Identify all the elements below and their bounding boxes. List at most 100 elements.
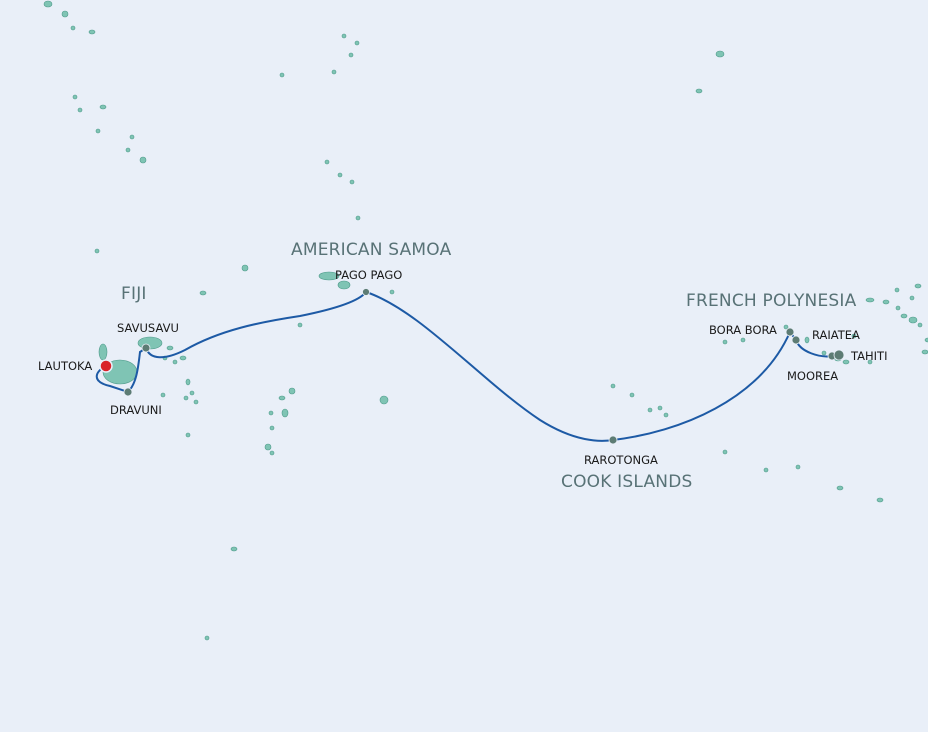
island: [900, 313, 908, 319]
port-marker-bora-bora[interactable]: [785, 327, 795, 337]
port-marker-tahiti[interactable]: [833, 349, 845, 361]
island: [836, 485, 844, 491]
region-label-american-samoa: AMERICAN SAMOA: [291, 240, 452, 260]
island: [348, 52, 354, 58]
island: [189, 390, 195, 396]
island: [917, 322, 923, 328]
island: [94, 248, 100, 254]
island: [269, 450, 275, 456]
port-marker-dravuni[interactable]: [123, 387, 133, 397]
island: [331, 69, 337, 75]
island: [43, 0, 53, 8]
island: [185, 432, 191, 438]
island: [278, 395, 286, 401]
island: [269, 425, 275, 431]
island: [281, 408, 289, 418]
port-marker-pago-pago[interactable]: [362, 288, 370, 296]
port-label-tahiti[interactable]: TAHITI: [851, 349, 888, 363]
port-label-dravuni[interactable]: DRAVUNI: [110, 403, 162, 417]
cruise-route: [95, 290, 833, 442]
island: [795, 464, 801, 470]
island: [160, 392, 166, 398]
island: [924, 337, 928, 343]
island: [657, 405, 663, 411]
island: [337, 172, 343, 178]
island: [318, 271, 340, 281]
island: [865, 297, 875, 303]
island: [914, 283, 922, 289]
region-label-cook-islands: COOK ISLANDS: [561, 472, 693, 492]
island: [77, 107, 83, 113]
island: [763, 467, 769, 473]
island: [349, 179, 355, 185]
port-label-bora-bora[interactable]: BORA BORA: [709, 323, 777, 337]
port-marker-rarotonga[interactable]: [608, 435, 618, 445]
island: [715, 50, 725, 58]
island: [268, 410, 274, 416]
island: [876, 497, 884, 503]
island: [230, 546, 238, 552]
island: [337, 280, 351, 290]
island: [72, 94, 78, 100]
island: [389, 289, 395, 295]
island: [783, 324, 789, 330]
island: [722, 339, 728, 345]
island: [297, 322, 303, 328]
port-marker-lautoka[interactable]: [99, 359, 113, 373]
island: [125, 147, 131, 153]
port-label-rarotonga[interactable]: RAROTONGA: [584, 453, 658, 467]
island: [166, 345, 174, 351]
island: [908, 316, 918, 324]
port-marker-savusavu[interactable]: [141, 343, 151, 353]
island: [610, 383, 616, 389]
island: [909, 295, 915, 301]
port-marker-raiatea[interactable]: [791, 335, 801, 345]
island: [183, 395, 189, 401]
island: [882, 299, 890, 305]
island: [842, 359, 850, 365]
island: [264, 443, 272, 451]
island: [695, 88, 703, 94]
island: [98, 343, 108, 361]
island: [95, 128, 101, 134]
island: [193, 399, 199, 405]
island: [867, 359, 873, 365]
island: [204, 635, 210, 641]
region-label-fiji: FIJI: [121, 284, 147, 304]
port-label-savusavu[interactable]: SAVUSAVU: [117, 321, 179, 335]
island: [99, 104, 107, 110]
islands: [43, 0, 928, 641]
island: [355, 215, 361, 221]
island: [341, 33, 347, 39]
island: [279, 72, 285, 78]
port-label-pago-pago[interactable]: PAGO PAGO: [335, 268, 403, 282]
island: [179, 355, 187, 361]
island: [241, 264, 249, 272]
island: [821, 350, 827, 356]
island: [722, 449, 728, 455]
island: [851, 333, 857, 339]
island: [804, 336, 810, 344]
island: [139, 156, 147, 164]
island: [921, 349, 928, 355]
island: [185, 378, 191, 386]
island: [88, 29, 96, 35]
island: [172, 359, 178, 365]
island: [70, 25, 76, 31]
port-label-raiatea[interactable]: RAIATEA: [812, 328, 860, 342]
island: [324, 159, 330, 165]
island: [647, 407, 653, 413]
island: [61, 10, 69, 18]
region-label-french-polynesia: FRENCH POLYNESIA: [686, 291, 857, 311]
island: [894, 287, 900, 293]
port-label-lautoka[interactable]: LAUTOKA: [38, 359, 93, 373]
island: [663, 412, 669, 418]
island: [379, 395, 389, 405]
island: [288, 387, 296, 395]
port-label-moorea[interactable]: MOOREA: [787, 369, 839, 383]
island: [129, 134, 135, 140]
island: [740, 337, 746, 343]
island: [199, 290, 207, 296]
island: [354, 40, 360, 46]
